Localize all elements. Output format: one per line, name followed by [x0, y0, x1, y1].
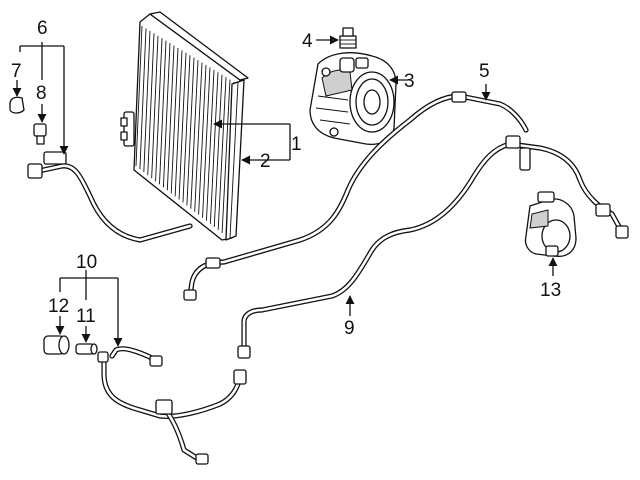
- callout-8: 8: [36, 83, 47, 104]
- callout-9: 9: [344, 318, 355, 339]
- callout-12: 12: [48, 296, 69, 317]
- callout-3: 3: [404, 71, 415, 92]
- condenser-fin: [139, 28, 147, 170]
- condenser-fin: [151, 35, 159, 179]
- compressor: [309, 52, 397, 146]
- condenser-fin: [194, 62, 203, 212]
- callout-13: 13: [540, 280, 561, 301]
- callout-labels: 1 2 3 4 5 6 7 8 9 10 11 12 13: [11, 18, 561, 339]
- cap: [9, 96, 25, 114]
- condenser-fin: [155, 38, 163, 182]
- leader-lines: [12, 35, 558, 347]
- callout-7: 7: [11, 61, 22, 82]
- condenser-fin: [182, 55, 191, 203]
- condenser-fin: [166, 45, 175, 191]
- condenser-fin: [147, 33, 155, 176]
- condenser-fin: [174, 50, 183, 197]
- condenser-fin: [170, 47, 179, 194]
- seal-kit: [43, 335, 70, 355]
- callout-1: 1: [291, 134, 302, 155]
- callout-2: 2: [260, 151, 271, 172]
- condenser-fin: [135, 25, 143, 167]
- condenser-fin: [221, 79, 231, 233]
- condenser-fin: [209, 72, 219, 224]
- condenser-fin: [205, 69, 215, 221]
- condenser-fin: [186, 57, 195, 206]
- callout-6: 6: [37, 18, 48, 39]
- accumulator-bracket: [524, 191, 577, 258]
- hoses: [27, 91, 629, 465]
- bolt: [339, 27, 357, 49]
- callout-5: 5: [479, 61, 490, 82]
- condenser-fin: [159, 40, 167, 185]
- condenser: [120, 11, 249, 241]
- condenser-fin: [178, 52, 187, 200]
- condenser-fin: [202, 67, 211, 218]
- condenser-fin: [162, 43, 171, 188]
- pressure-switch: [33, 123, 47, 145]
- condenser-fin: [198, 64, 207, 215]
- callout-4: 4: [302, 31, 313, 52]
- condenser-fin: [190, 60, 199, 209]
- condenser-fin: [217, 77, 227, 230]
- condenser-fin: [213, 74, 223, 227]
- expansion-valve: [75, 343, 98, 355]
- condenser-fin: [143, 30, 151, 173]
- callout-10: 10: [76, 252, 97, 273]
- callout-11: 11: [76, 306, 96, 327]
